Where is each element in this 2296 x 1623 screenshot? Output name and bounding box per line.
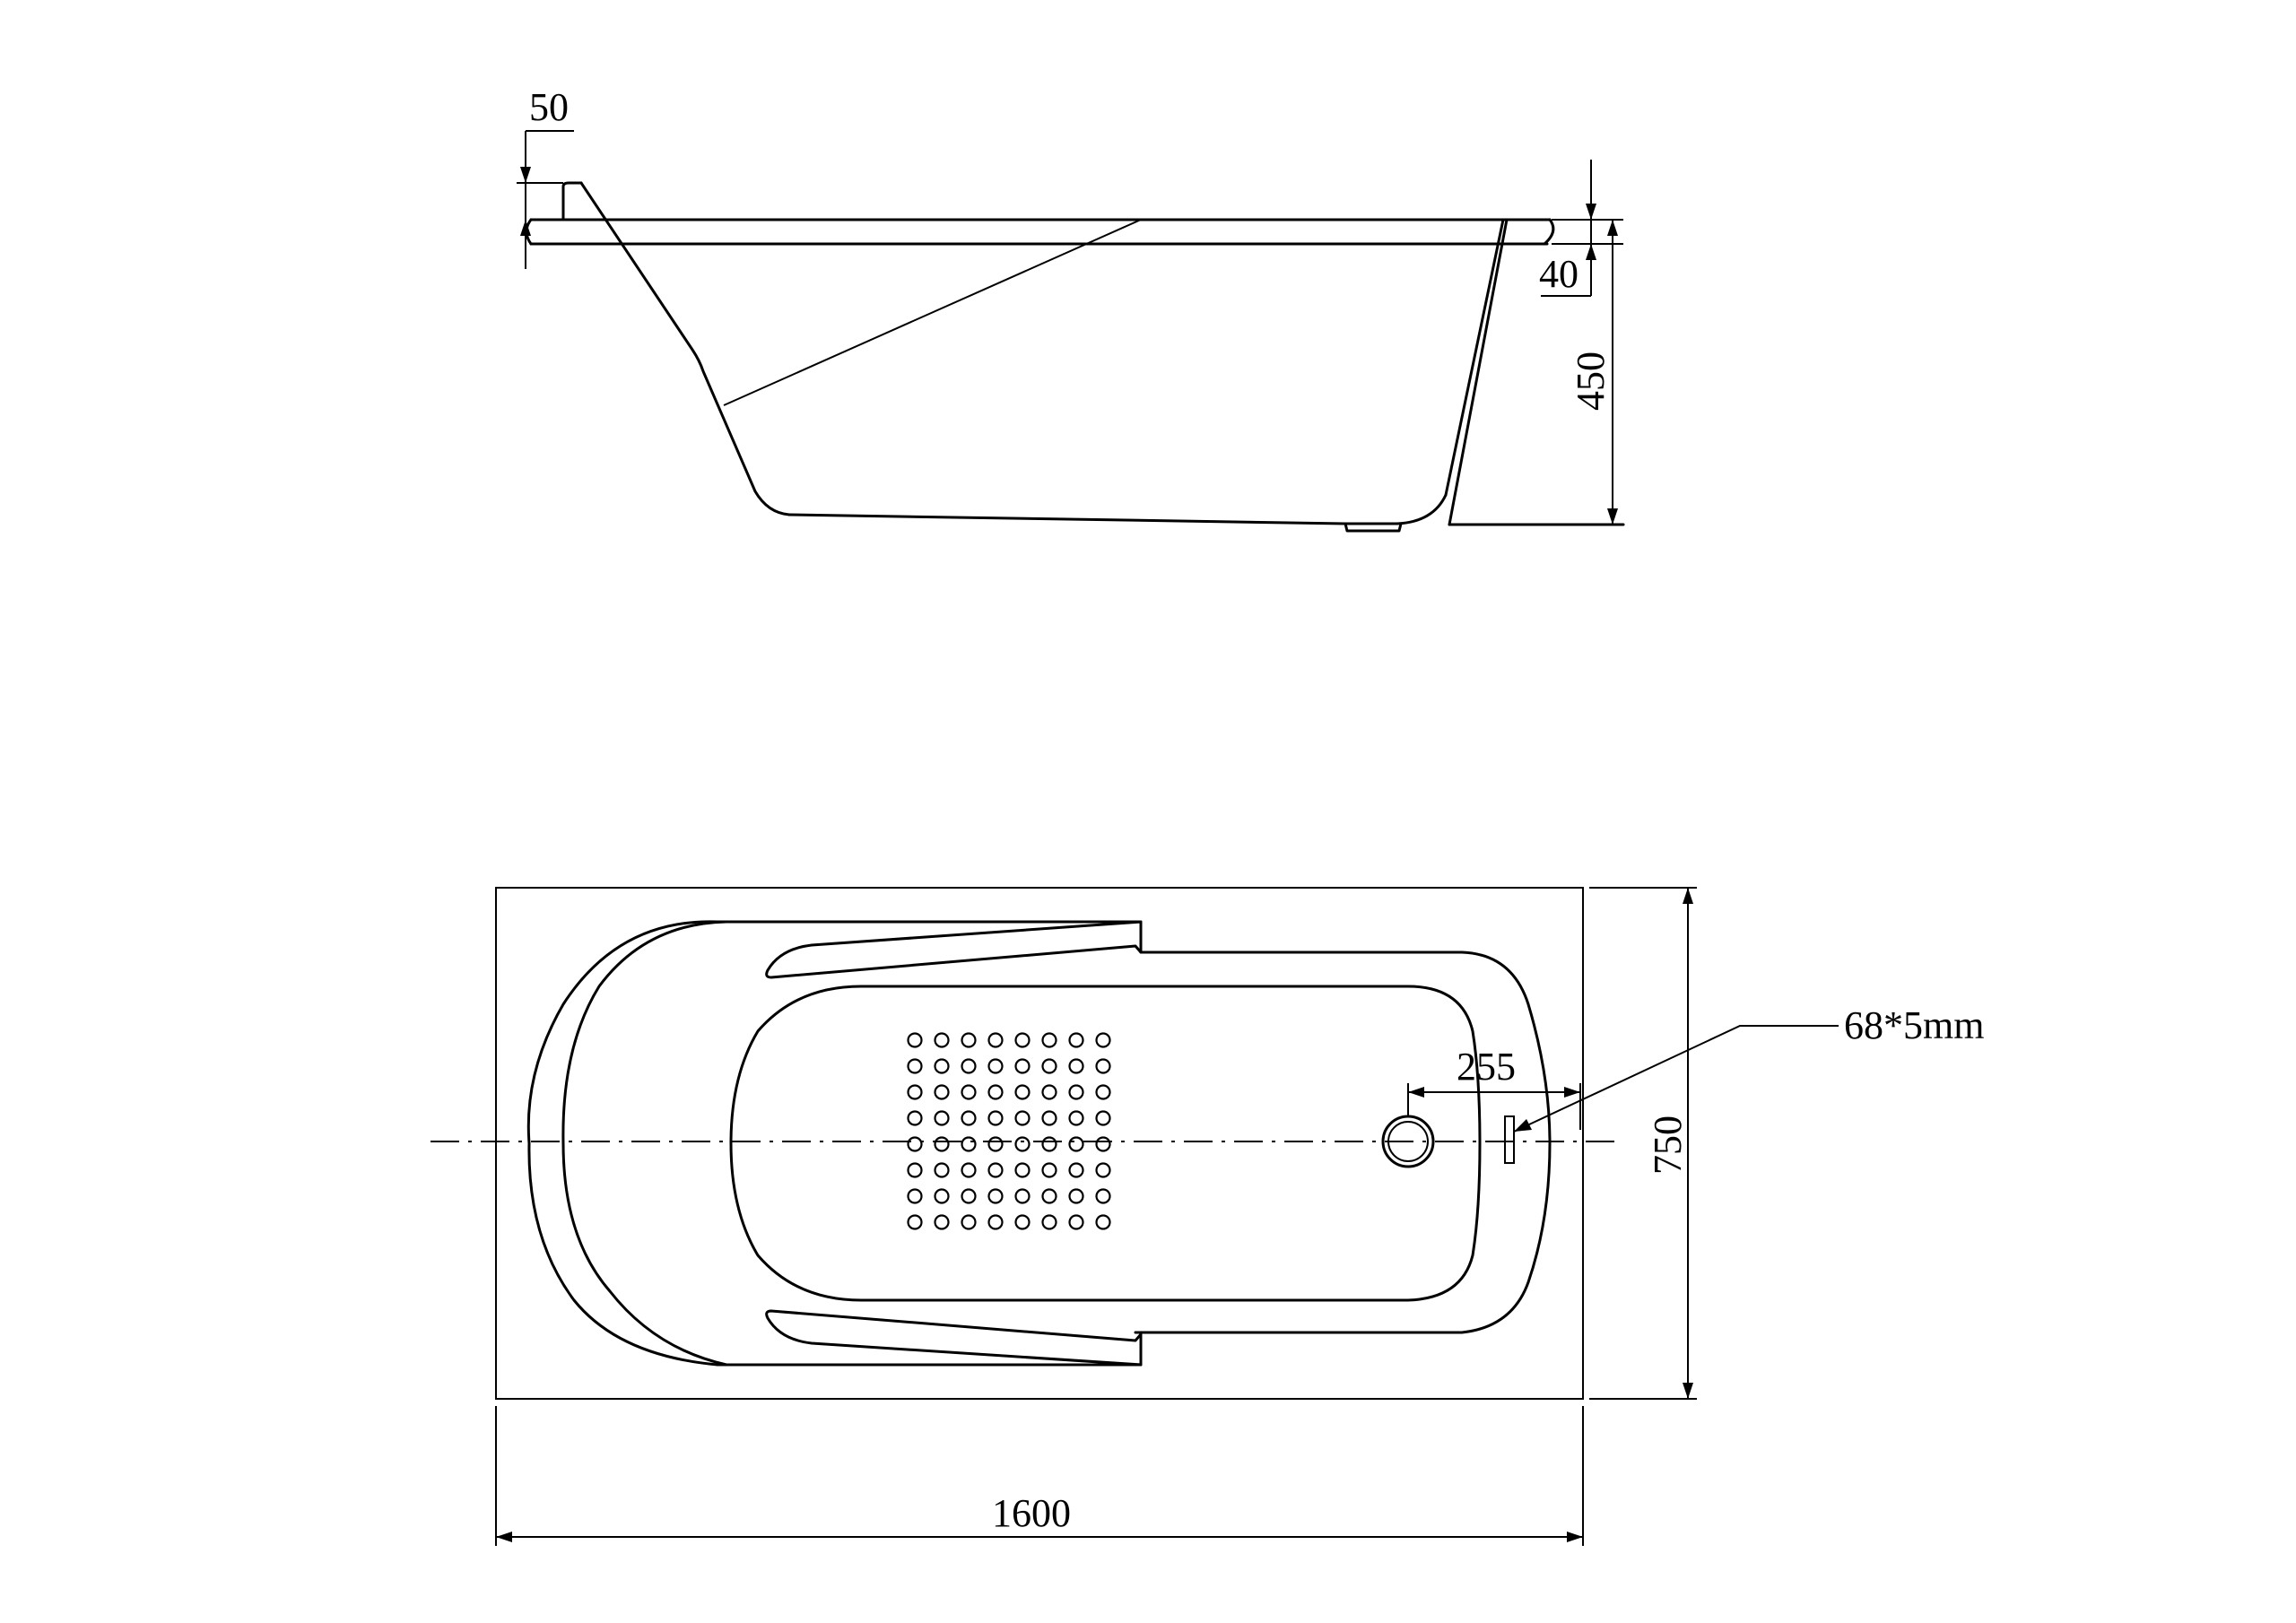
non-slip-dot: [961, 1136, 977, 1152]
shelf-outline: [1134, 950, 1552, 1334]
non-slip-dot: [934, 1162, 950, 1178]
non-slip-dot: [961, 1214, 977, 1230]
non-slip-dot: [1095, 1084, 1111, 1100]
dim-450-label: 450: [1569, 352, 1613, 411]
non-slip-dot: [1041, 1188, 1057, 1204]
tub-bottom: [787, 493, 1448, 525]
non-slip-dot: [934, 1032, 950, 1048]
non-slip-dot: [961, 1084, 977, 1100]
inner-basin: [729, 985, 1482, 1302]
non-slip-dot: [1041, 1032, 1057, 1048]
non-slip-dot: [907, 1084, 923, 1100]
non-slip-dot: [907, 1136, 923, 1152]
non-slip-dot: [934, 1214, 950, 1230]
non-slip-dot: [987, 1188, 1004, 1204]
non-slip-dot: [934, 1110, 950, 1126]
non-slip-dot: [907, 1188, 923, 1204]
dim-40: 40: [1539, 160, 1623, 297]
non-slip-dot: [1095, 1136, 1111, 1152]
non-slip-dot: [1068, 1084, 1084, 1100]
non-slip-dot: [961, 1110, 977, 1126]
dim-450: 450: [1569, 220, 1618, 525]
top-view: 255 68*5mm 750 1600: [430, 887, 1984, 1546]
non-slip-dot: [907, 1058, 923, 1074]
backrest-slope: [579, 181, 791, 516]
right-wall-outer: [1448, 218, 1509, 526]
non-slip-dot: [907, 1110, 923, 1126]
non-slip-dot: [1014, 1188, 1031, 1204]
non-slip-dot: [907, 1032, 923, 1048]
non-slip-dot: [1041, 1058, 1057, 1074]
armrest-top: [765, 920, 1143, 979]
non-slip-dot: [1068, 1162, 1084, 1178]
non-slip-dot: [987, 1110, 1004, 1126]
non-slip-dot: [1068, 1110, 1084, 1126]
non-slip-dot: [1095, 1162, 1111, 1178]
head-outer-curve: [526, 920, 719, 1367]
non-slip-dot: [1041, 1214, 1057, 1230]
non-slip-dot: [961, 1058, 977, 1074]
non-slip-dot: [987, 1032, 1004, 1048]
non-slip-dot: [1095, 1214, 1111, 1230]
dim-1600-label: 1600: [992, 1491, 1071, 1535]
dim-255-label: 255: [1457, 1045, 1516, 1089]
right-wall: [1444, 218, 1505, 497]
dim-40-label: 40: [1539, 252, 1578, 296]
non-slip-dot: [1068, 1136, 1084, 1152]
non-slip-dot: [1041, 1110, 1057, 1126]
dim-50-label: 50: [529, 85, 569, 129]
non-slip-dot: [1014, 1032, 1031, 1048]
dim-750: 750: [1589, 887, 1697, 1400]
non-slip-dot: [934, 1084, 950, 1100]
non-slip-dot: [934, 1058, 950, 1074]
headrest-riser: [561, 181, 583, 221]
armrest-bottom: [765, 1309, 1143, 1367]
rim-right-cap: [1543, 218, 1555, 246]
inner-diagonal-line: [723, 219, 1142, 406]
dim-255: 255: [1407, 1045, 1581, 1130]
non-slip-dot: [1095, 1032, 1111, 1048]
non-slip-dot: [961, 1032, 977, 1048]
non-slip-dot: [1014, 1058, 1031, 1074]
overflow-slot: [1504, 1115, 1515, 1164]
non-slip-dot: [987, 1136, 1004, 1152]
non-slip-dot: [961, 1188, 977, 1204]
non-slip-dot: [934, 1136, 950, 1152]
outer-rim-rect: [495, 887, 1584, 1400]
non-slip-dot: [1068, 1032, 1084, 1048]
non-slip-dot: [1095, 1188, 1111, 1204]
head-inner-curve: [561, 920, 728, 1367]
drain-inner: [1387, 1121, 1429, 1162]
non-slip-dot: [1014, 1084, 1031, 1100]
non-slip-dot: [1095, 1110, 1111, 1126]
non-slip-dot: [987, 1058, 1004, 1074]
non-slip-dot-grid: [907, 1032, 1111, 1230]
drain-foot: [1344, 522, 1403, 533]
overflow-label: 68*5mm: [1844, 1003, 1984, 1047]
non-slip-dot: [1095, 1058, 1111, 1074]
non-slip-dot: [1014, 1110, 1031, 1126]
non-slip-dot: [1068, 1188, 1084, 1204]
non-slip-dot: [987, 1214, 1004, 1230]
non-slip-dot: [1014, 1162, 1031, 1178]
side-view: 50 40 450: [517, 85, 1625, 533]
non-slip-dot: [987, 1084, 1004, 1100]
non-slip-dot: [1014, 1136, 1031, 1152]
dim-50: 50: [517, 85, 574, 269]
non-slip-dot: [907, 1162, 923, 1178]
non-slip-dot: [1014, 1214, 1031, 1230]
non-slip-dot: [934, 1188, 950, 1204]
non-slip-dot: [1068, 1214, 1084, 1230]
overflow-leader: 68*5mm: [1513, 1003, 1984, 1133]
non-slip-dot: [1068, 1058, 1084, 1074]
dim-750-label: 750: [1646, 1115, 1690, 1175]
non-slip-dot: [987, 1162, 1004, 1178]
non-slip-dot: [961, 1162, 977, 1178]
non-slip-dot: [1041, 1136, 1057, 1152]
dim-1600: 1600: [495, 1406, 1584, 1546]
non-slip-dot: [1041, 1084, 1057, 1100]
non-slip-dot: [1041, 1162, 1057, 1178]
non-slip-dot: [907, 1214, 923, 1230]
